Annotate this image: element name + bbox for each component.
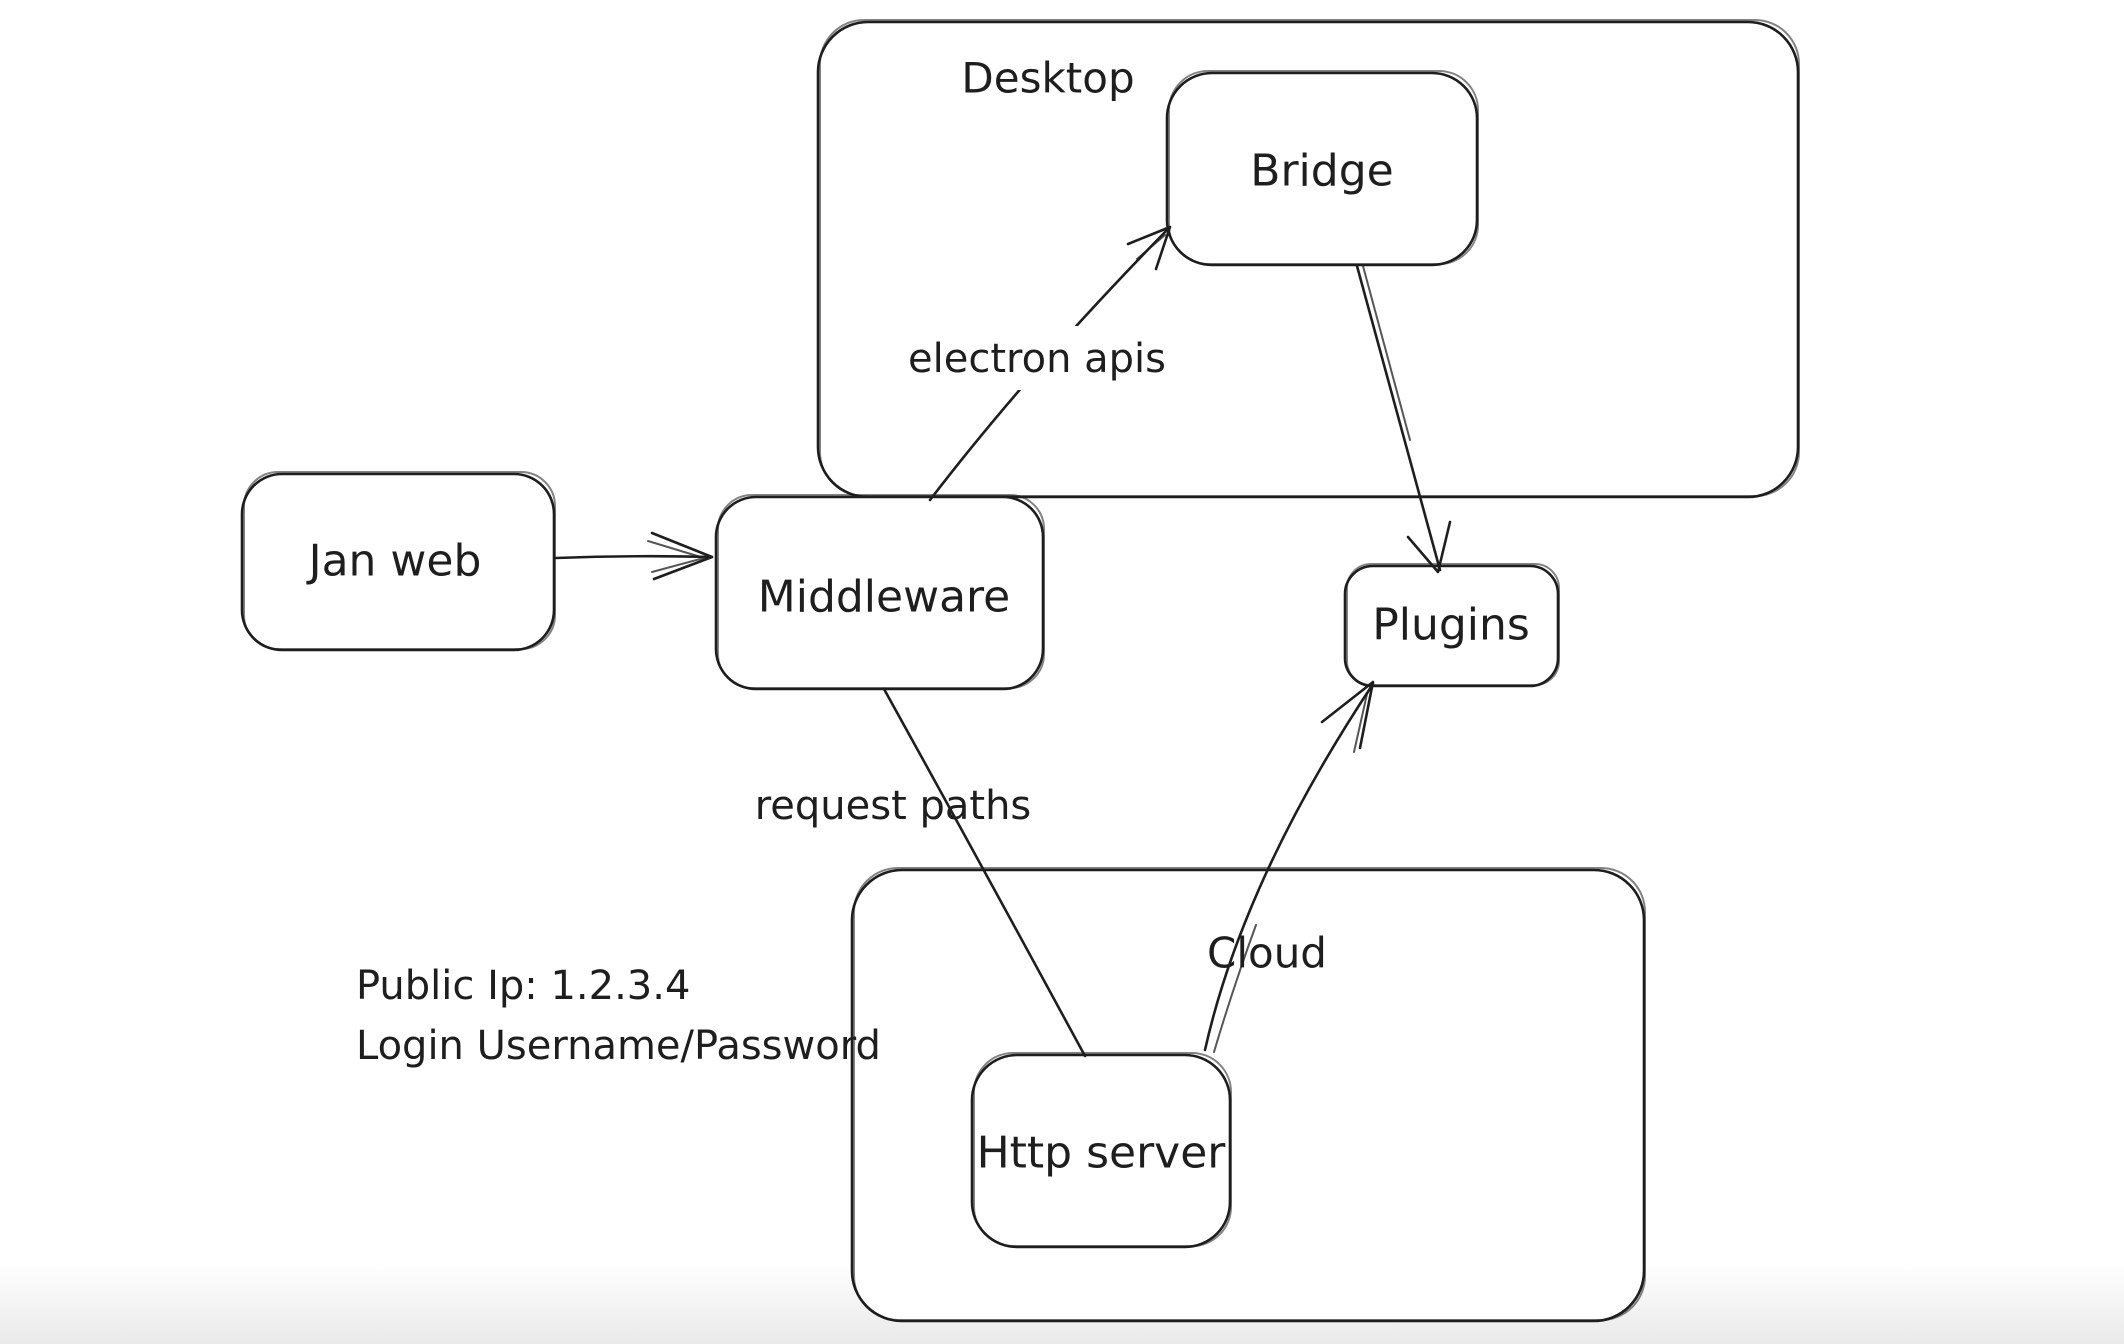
edge-bridge-to-plugins-line[interactable] <box>1355 264 1442 572</box>
node-bridge-label[interactable]: Bridge <box>1250 146 1393 197</box>
arrowhead-up-right2-overdraw-icon <box>1353 693 1368 753</box>
container-cloud-overdraw <box>853 867 1646 1321</box>
edge-http-server-to-plugins[interactable] <box>1203 680 1375 1053</box>
arrowhead-right-overdraw-icon <box>647 540 708 573</box>
node-middleware[interactable] <box>714 494 1045 691</box>
note-credentials[interactable]: Public Ip: 1.2.3.4 Login Username/Passwo… <box>356 963 881 1069</box>
note-public-ip[interactable]: Public Ip: 1.2.3.4 <box>356 963 690 1009</box>
node-http-server-overdraw <box>973 1052 1232 1247</box>
node-plugins-overdraw <box>1346 563 1560 686</box>
node-http-server-label[interactable]: Http server <box>977 1128 1227 1179</box>
node-http-server[interactable] <box>970 1052 1232 1249</box>
arrowhead-up-right-overdraw-icon <box>1136 234 1166 260</box>
node-middleware-label[interactable]: Middleware <box>758 572 1010 623</box>
node-jan-web-label[interactable]: Jan web <box>306 536 482 587</box>
edge-middleware-to-bridge[interactable]: electron apis <box>882 225 1192 502</box>
edge-label-electron-apis-bg <box>882 326 1192 390</box>
container-cloud[interactable]: Cloud <box>850 867 1646 1323</box>
edge-bridge-to-plugins[interactable] <box>1355 264 1452 574</box>
arrowhead-up-right2-icon <box>1320 680 1375 750</box>
note-login[interactable]: Login Username/Password <box>356 1023 881 1069</box>
node-plugins[interactable] <box>1343 563 1560 688</box>
node-plugins-label[interactable]: Plugins <box>1372 600 1530 651</box>
edge-label-request-paths[interactable]: request paths <box>755 783 1032 829</box>
node-bridge-overdraw <box>1168 70 1479 265</box>
arrowhead-up-right-icon <box>1126 225 1172 271</box>
edge-bridge-to-plugins-overdraw <box>1362 265 1411 441</box>
container-desktop-overdraw <box>819 19 1800 497</box>
container-cloud-label[interactable]: Cloud <box>1207 929 1327 978</box>
edge-jan-web-to-middleware-line[interactable] <box>554 554 714 560</box>
edge-http-server-to-plugins-line[interactable] <box>1203 682 1375 1052</box>
edge-http-server-to-plugins-overdraw <box>1213 924 1257 1053</box>
edge-middleware-to-http-server-line[interactable] <box>882 687 1087 1058</box>
node-jan-web[interactable] <box>240 471 556 652</box>
edge-middleware-to-http-server[interactable]: request paths <box>755 687 1087 1058</box>
edge-label-electron-apis[interactable]: electron apis <box>908 336 1166 382</box>
node-middleware-overdraw <box>717 494 1045 689</box>
arrowhead-right-icon <box>650 531 714 581</box>
container-desktop-label[interactable]: Desktop <box>961 54 1134 103</box>
node-bridge[interactable] <box>1165 70 1479 267</box>
arrowhead-down-icon <box>1406 520 1452 574</box>
edge-jan-web-to-middleware[interactable] <box>554 531 714 581</box>
node-jan-web-overdraw <box>243 471 556 650</box>
